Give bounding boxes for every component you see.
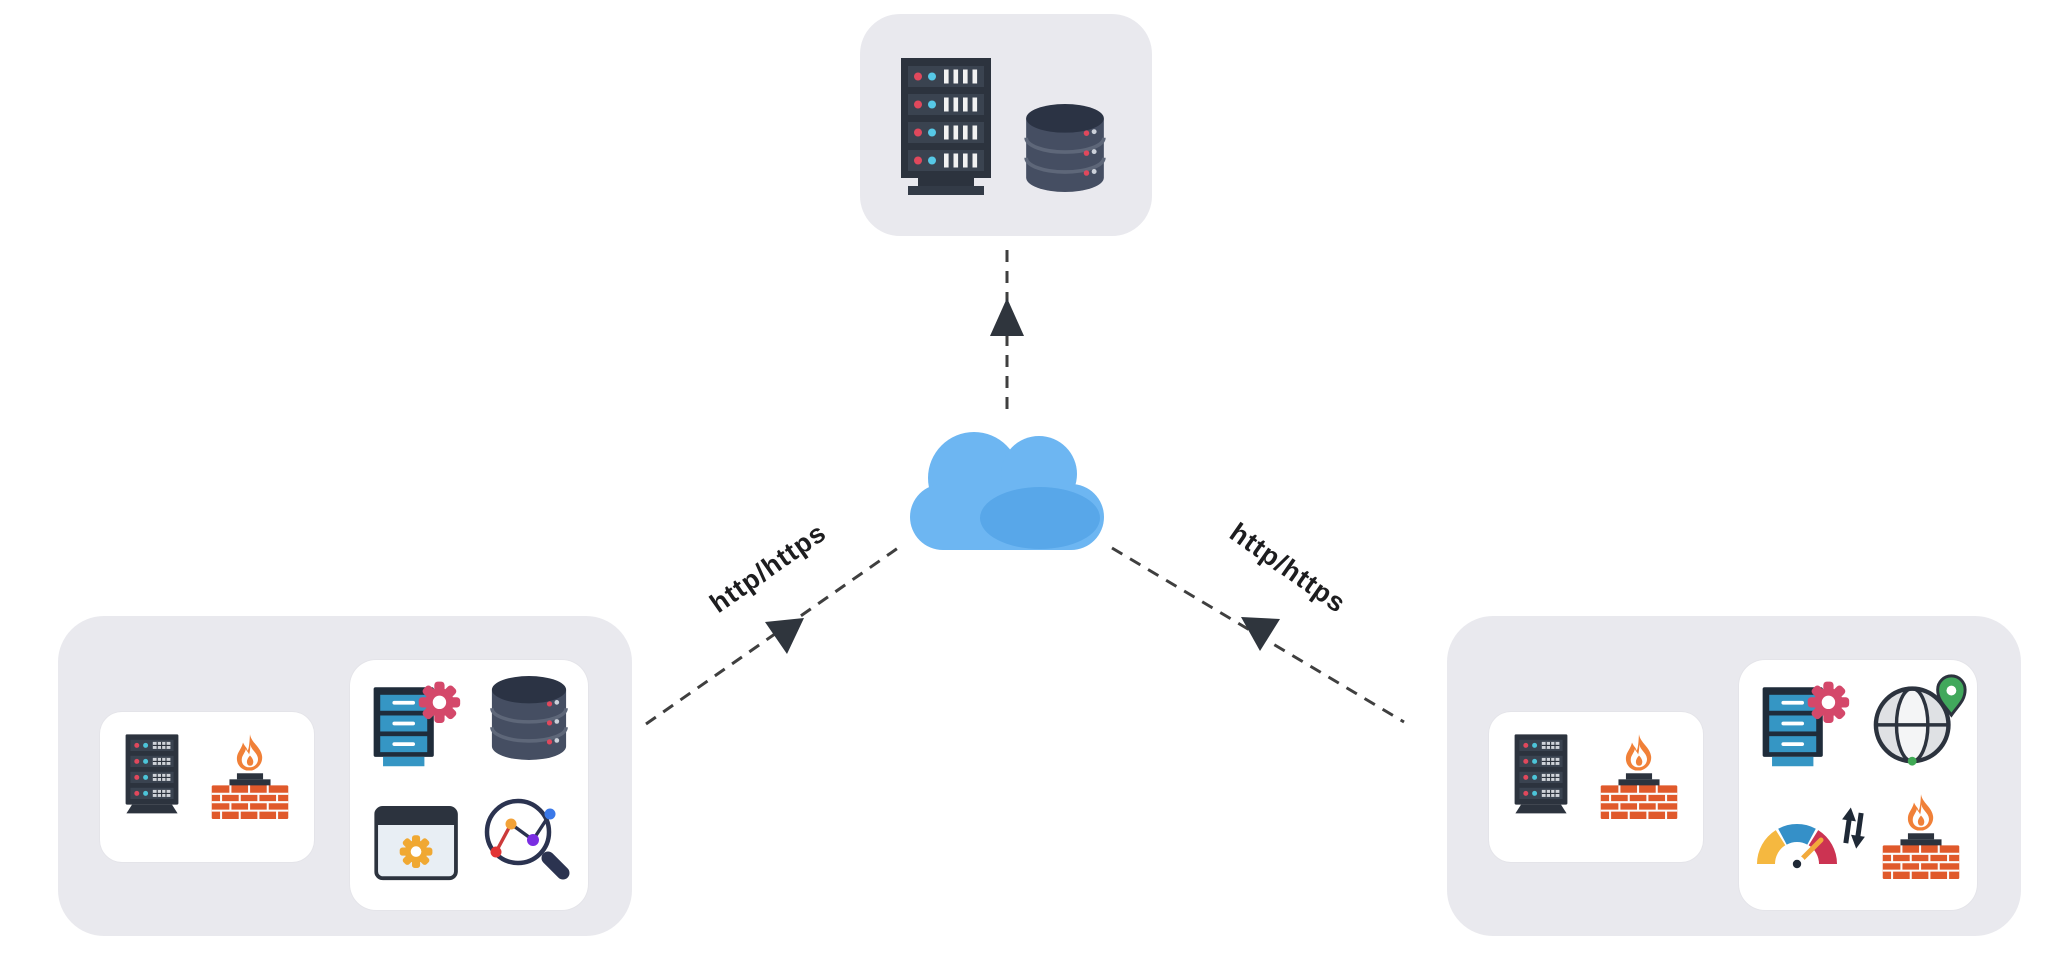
connector-left-to-cloud <box>645 546 899 726</box>
server-gear-icon <box>368 676 462 770</box>
node-site-right <box>1447 616 2021 936</box>
server-gear-icon <box>1757 676 1851 770</box>
services-panel-right <box>1739 660 1977 910</box>
database-icon <box>1022 102 1108 194</box>
server-rack-icon <box>1513 734 1569 816</box>
gateway-panel-left <box>100 712 314 862</box>
server-rack-icon <box>898 58 994 196</box>
gateway-panel-right <box>1489 712 1703 862</box>
services-panel-left <box>350 660 588 910</box>
node-data-center <box>860 14 1152 236</box>
cloud-icon <box>892 420 1122 556</box>
node-internet-cloud <box>892 420 1122 556</box>
web-app-gear-icon <box>374 806 460 882</box>
globe-location-icon <box>1871 670 1971 770</box>
firewall-icon <box>1597 734 1681 820</box>
arrowhead-left-link <box>765 618 804 654</box>
server-rack-icon <box>124 734 180 816</box>
node-site-left <box>58 616 632 936</box>
arrowhead-right-link <box>1241 617 1280 651</box>
firewall-icon <box>1879 794 1963 880</box>
analytics-search-icon <box>478 788 578 888</box>
speed-gauge-transfer-icon <box>1747 800 1871 884</box>
database-icon <box>488 674 570 762</box>
arrowhead-up <box>990 298 1024 336</box>
firewall-icon <box>208 734 292 820</box>
